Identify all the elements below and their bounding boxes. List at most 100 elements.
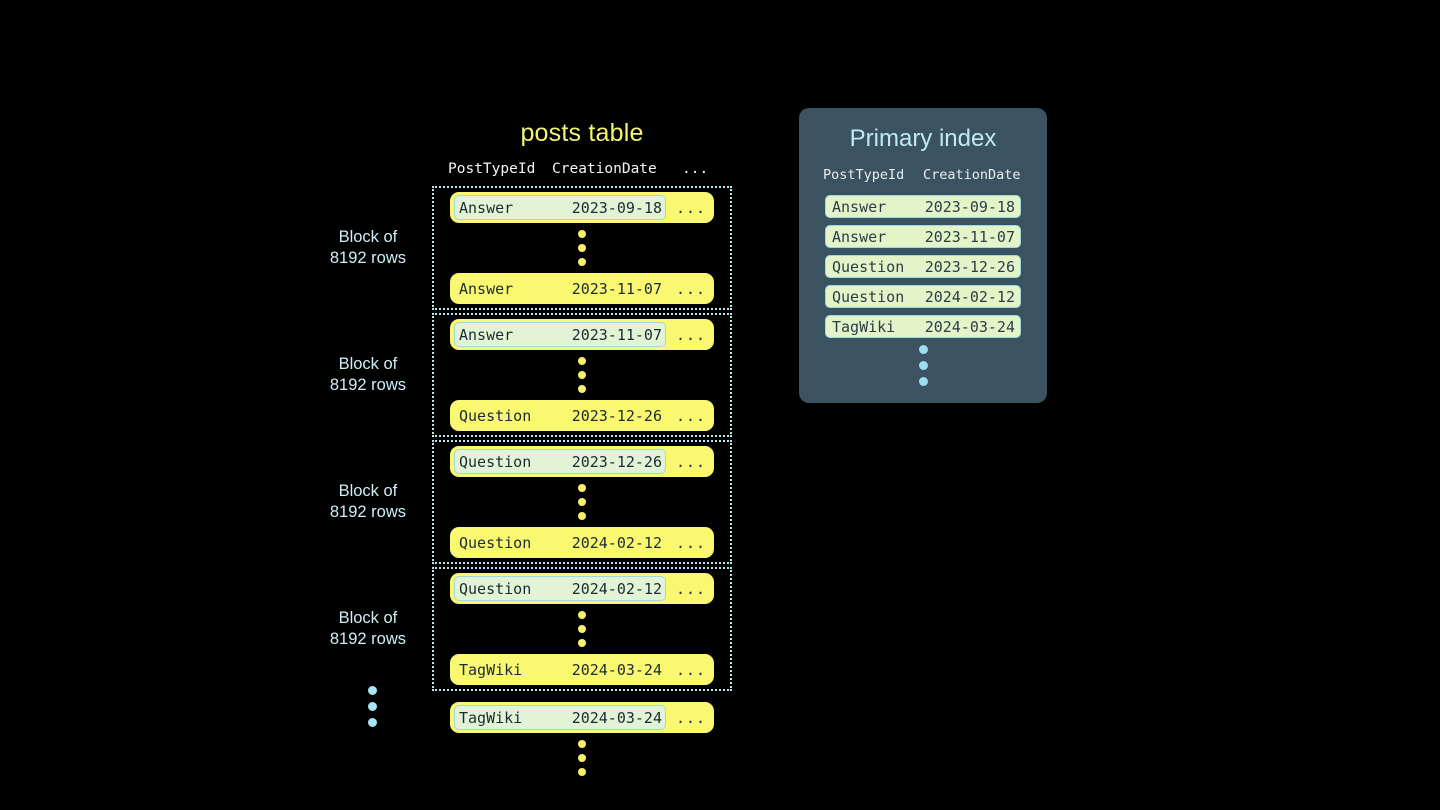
dot [578,740,586,748]
cell-more: ... [675,325,707,344]
cell-creation-date: 2024-03-24 [924,317,1015,336]
table-row[interactable]: Question 2023-12-26 ... [450,400,714,431]
dot [578,639,586,647]
list-item[interactable]: Question 2024-02-12 [825,285,1021,308]
block-label: Block of 8192 rows [330,227,406,269]
cell-creation-date: 2023-12-26 [924,257,1015,276]
primary-index-column-headers: PostTypeId CreationDate [813,166,1033,184]
dot [368,686,377,695]
cell-more: ... [675,660,707,679]
list-item[interactable]: Question 2023-12-26 [825,255,1021,278]
column-header-post-type-id: PostTypeId [448,161,536,177]
cell-post-type-id: Question [459,533,532,552]
cell-post-type-id: Answer [832,197,887,216]
page-title: posts table [520,119,644,147]
row-key-highlight: Answer 2023-11-07 [454,322,666,347]
block-label-line2: 8192 rows [329,503,406,521]
dot [578,230,586,238]
dot [578,754,586,762]
cell-post-type-id: Answer [459,325,514,344]
cell-creation-date: 2023-09-18 [571,198,662,217]
table-block: Block of 8192 rows Question 2023-12-26 .… [330,440,732,564]
row-ellipsis-dots [434,223,730,273]
blocks-continuation-dots [368,686,377,727]
cell-post-type-id: TagWiki [459,708,523,727]
column-header-more: ... [682,161,709,177]
table-ellipsis-dots [432,733,732,783]
table-block: Block of 8192 rows Answer 2023-11-07 ...… [330,313,732,437]
row-key-group: TagWiki 2024-03-24 [454,657,666,682]
posts-table-group: posts table PostTypeId CreationDate ... … [330,118,732,783]
column-header-creation-date: CreationDate [552,161,657,177]
dot [578,611,586,619]
dot [578,484,586,492]
table-row[interactable]: Question 2023-12-26 ... [450,446,714,477]
block-label: Block of 8192 rows [330,481,406,523]
table-row[interactable]: Answer 2023-11-07 ... [450,273,714,304]
list-item[interactable]: Answer 2023-09-18 [825,195,1021,218]
cell-more: ... [675,406,707,425]
table-row[interactable]: Question 2024-02-12 ... [450,527,714,558]
cell-post-type-id: Question [459,452,532,471]
cell-post-type-id: Question [832,257,905,276]
table-row[interactable]: TagWiki 2024-03-24 ... [450,654,714,685]
row-key-group: Answer 2023-11-07 [454,276,666,301]
cell-more: ... [675,533,707,552]
column-header-creation-date: CreationDate [923,167,1021,183]
trailing-row-container: TagWiki 2024-03-24 ... [432,694,732,783]
cell-more: ... [675,579,707,598]
cell-creation-date: 2024-03-24 [571,660,662,679]
row-key-highlight: Question 2023-12-26 [454,449,666,474]
block-label-line2: 8192 rows [329,249,406,267]
block-label-line2: 8192 rows [329,630,406,648]
column-header-post-type-id: PostTypeId [823,167,905,183]
list-item[interactable]: Answer 2023-11-07 [825,225,1021,248]
cell-more: ... [675,452,707,471]
block-label-line2: 8192 rows [329,376,406,394]
dot [578,357,586,365]
cell-post-type-id: Answer [459,198,514,217]
primary-index-title: Primary index [849,125,997,152]
list-item[interactable]: TagWiki 2024-03-24 [825,315,1021,338]
dot [578,625,586,633]
dot [578,498,586,506]
cell-post-type-id: Answer [459,279,514,298]
block-label-line1: Block of [338,482,398,500]
cell-creation-date: 2024-02-12 [571,533,662,552]
dot [578,385,586,393]
cell-post-type-id: TagWiki [459,660,523,679]
cell-more: ... [675,279,707,298]
table-row[interactable]: Question 2024-02-12 ... [450,573,714,604]
cell-more: ... [675,708,707,727]
row-key-group: Question 2023-12-26 [454,403,666,428]
block-label-line1: Block of [338,228,398,246]
dot [578,371,586,379]
block-label: Block of 8192 rows [330,608,406,650]
cell-creation-date: 2024-02-12 [924,287,1015,306]
block-label-line1: Block of [338,355,398,373]
cell-creation-date: 2024-03-24 [571,708,662,727]
table-row[interactable]: TagWiki 2024-03-24 ... [450,702,714,733]
table-block: Block of 8192 rows Answer 2023-09-18 ...… [330,186,732,310]
dot [918,361,928,370]
row-key-highlight: Answer 2023-09-18 [454,195,666,220]
row-key-highlight: TagWiki 2024-03-24 [454,705,666,730]
row-ellipsis-dots [434,477,730,527]
block-label: Block of 8192 rows [330,354,406,396]
primary-index-panel: Primary index PostTypeId CreationDate An… [799,108,1047,403]
cell-creation-date: 2023-12-26 [571,452,662,471]
dot [578,244,586,252]
dot [578,258,586,266]
cell-creation-date: 2023-11-07 [924,227,1015,246]
row-key-highlight: Question 2024-02-12 [454,576,666,601]
cell-creation-date: 2023-09-18 [924,197,1015,216]
row-ellipsis-dots [434,604,730,654]
table-row[interactable]: Answer 2023-11-07 ... [450,319,714,350]
cell-creation-date: 2023-11-07 [571,279,662,298]
cell-creation-date: 2024-02-12 [571,579,662,598]
table-block: Block of 8192 rows Question 2024-02-12 .… [330,567,732,691]
cell-post-type-id: Question [459,406,532,425]
table-row[interactable]: Answer 2023-09-18 ... [450,192,714,223]
cell-post-type-id: Answer [832,227,887,246]
block-label-line1: Block of [338,609,398,627]
